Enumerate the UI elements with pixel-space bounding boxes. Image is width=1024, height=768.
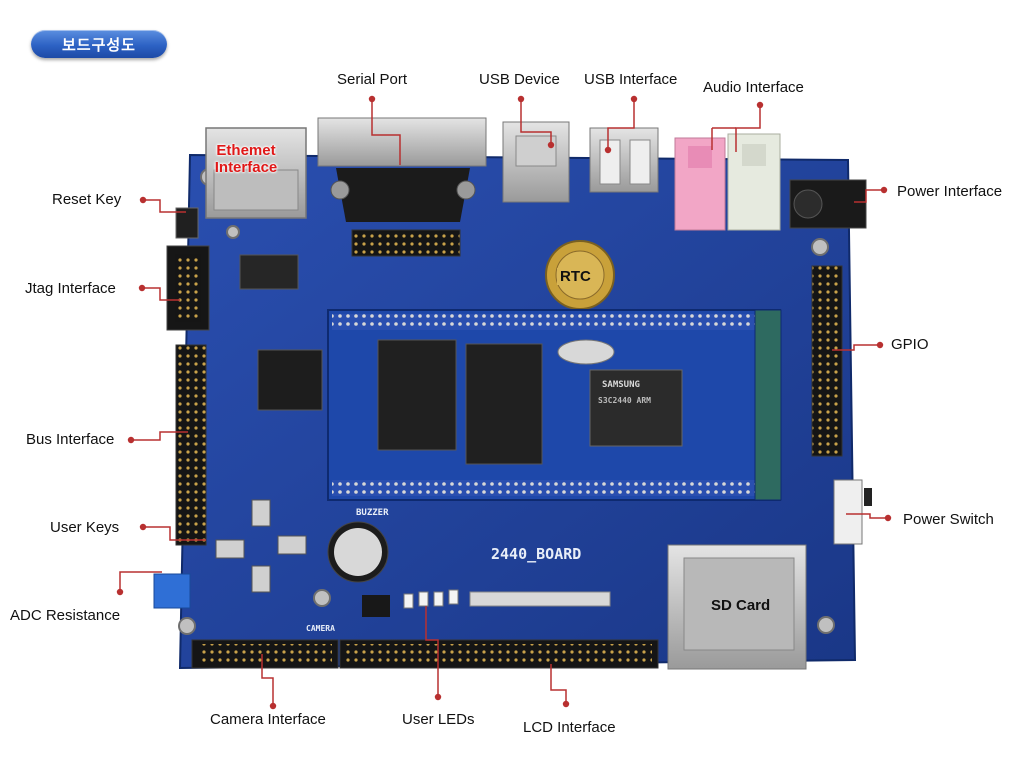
gpio-header — [811, 265, 843, 457]
chip-text-silk: S3C2440 ARM — [598, 396, 651, 405]
label-power-interface: Power Interface — [897, 183, 1003, 200]
page-title: 보드구성도 — [31, 30, 167, 58]
label-user-leds: User LEDs — [402, 711, 475, 728]
rtc-label: RTC — [557, 268, 594, 285]
label-lcd-interface: LCD Interface — [523, 719, 616, 736]
label-power-switch: Power Switch — [903, 511, 994, 528]
ethernet-label-line: Ethemet — [216, 142, 276, 159]
camera-silk: CAMERA — [306, 624, 335, 633]
buzzer-silk: BUZZER — [356, 508, 389, 518]
board-name-silk: 2440_BOARD — [491, 545, 582, 563]
reset-key — [175, 207, 199, 239]
label-usb-interface: USB Interface — [584, 71, 678, 88]
adc-potentiometer — [153, 573, 191, 609]
cpu-chip — [589, 369, 683, 447]
serial-port-connector — [317, 117, 487, 167]
user-key-k3 — [215, 539, 245, 559]
sd-card-label: SD Card — [711, 597, 771, 614]
power-switch — [833, 479, 863, 545]
label-bus-interface: Bus Interface — [26, 431, 115, 448]
label-jtag-interface: Jtag Interface — [25, 280, 116, 297]
bus-header — [175, 344, 207, 546]
label-gpio: GPIO — [891, 336, 929, 353]
label-audio-interface: Audio Interface — [703, 79, 804, 96]
label-adc-resistance: ADC Resistance — [10, 607, 121, 624]
label-usb-device: USB Device — [479, 71, 560, 88]
label-user-keys: User Keys — [50, 519, 120, 536]
chip-brand-silk: SAMSUNG — [602, 380, 640, 390]
ethernet-label-line: Interface — [214, 159, 278, 176]
label-reset-key: Reset Key — [52, 191, 122, 208]
label-serial-port: Serial Port — [337, 71, 408, 88]
user-key-k4 — [277, 535, 307, 555]
label-camera-interface: Camera Interface — [210, 711, 326, 728]
